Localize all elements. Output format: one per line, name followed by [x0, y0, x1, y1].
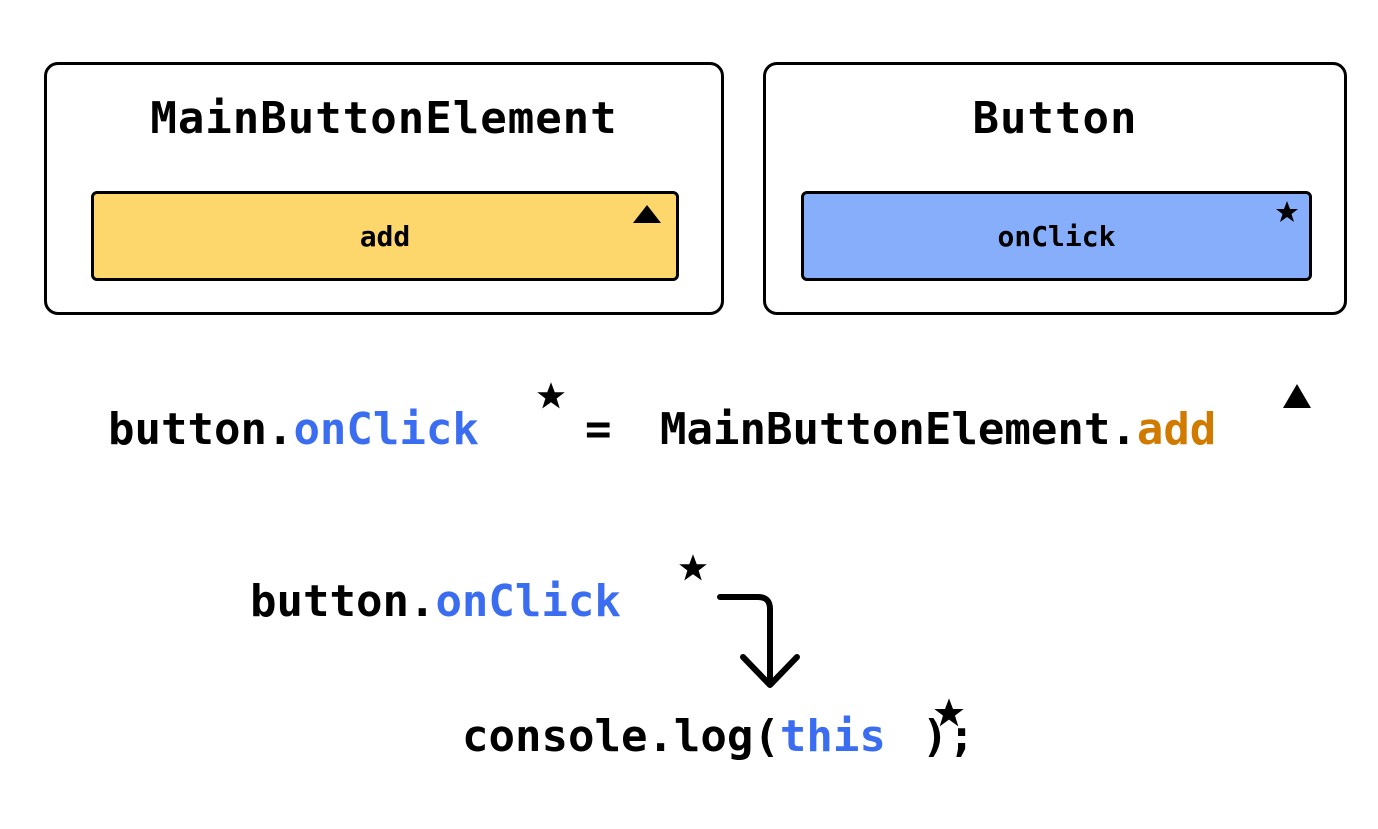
add-field: add	[91, 191, 679, 281]
button-panel: Button onClick	[763, 62, 1347, 315]
lhs-object: button.	[108, 404, 294, 455]
call-prefix: console.log(	[462, 711, 780, 762]
star-icon	[679, 554, 707, 581]
main-button-element-panel: MainButtonElement add	[44, 62, 724, 315]
star-icon	[934, 698, 964, 727]
onclick-field: onClick	[801, 191, 1312, 281]
call-suffix: );	[921, 711, 975, 762]
triangle-icon	[1283, 384, 1311, 408]
field-label: add	[359, 219, 411, 253]
equals-sign: =	[585, 404, 612, 455]
call-arg: this	[779, 711, 886, 762]
caller-line: button.onClick	[250, 580, 621, 624]
star-icon	[1276, 201, 1298, 222]
caller-prop: onClick	[435, 576, 621, 627]
rhs-prop: add	[1136, 404, 1217, 455]
lhs-prop: onClick	[293, 404, 479, 455]
caller-object: button.	[250, 576, 436, 627]
assignment-line: button.onClick	[108, 408, 479, 452]
field-label: onClick	[997, 219, 1116, 253]
star-icon	[537, 382, 565, 409]
assignment-rhs: MainButtonElement.add	[660, 408, 1216, 452]
rhs-object: MainButtonElement.	[660, 404, 1137, 455]
panel-title: MainButtonElement	[150, 93, 618, 144]
panel-title: Button	[972, 93, 1138, 144]
triangle-icon	[633, 205, 661, 223]
bent-down-arrow-icon	[717, 594, 800, 688]
console-log-call: console.log(this);	[462, 715, 975, 759]
